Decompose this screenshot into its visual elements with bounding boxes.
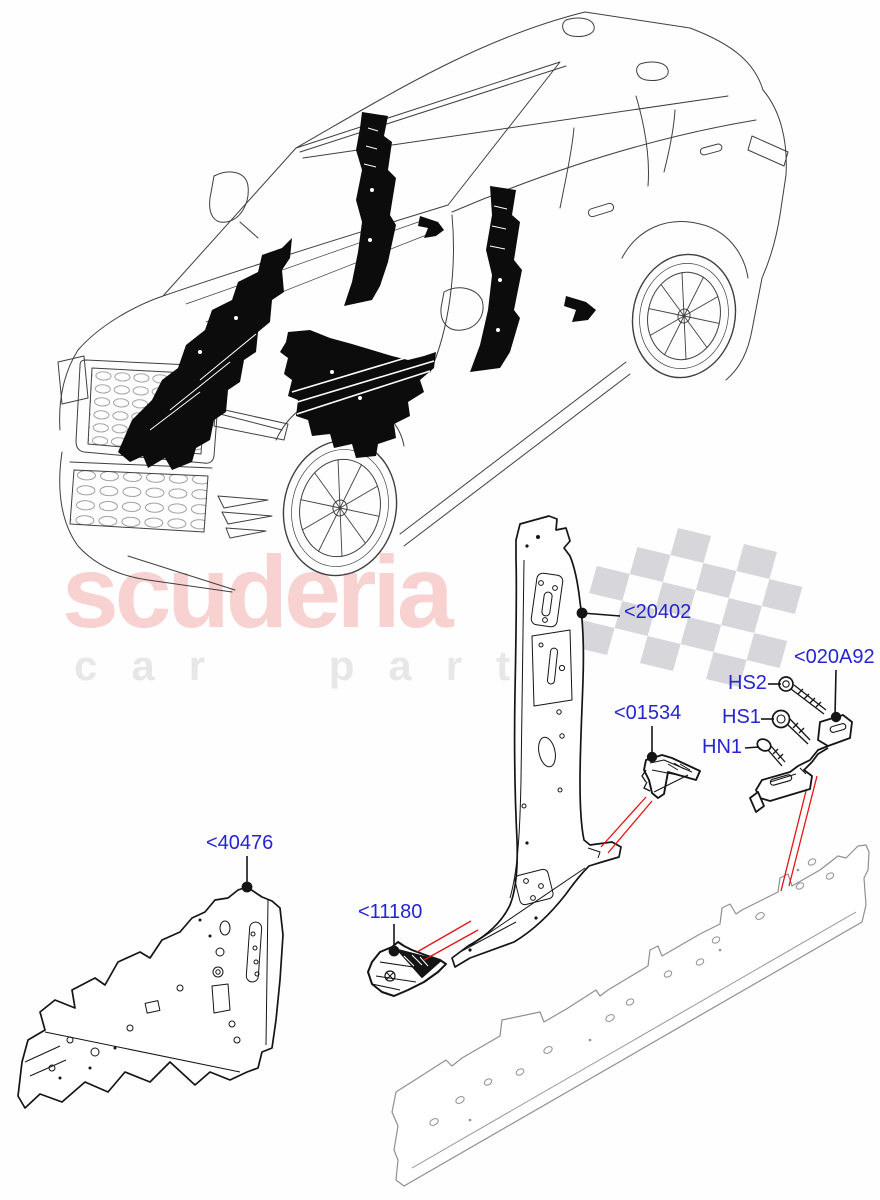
front-wheel — [282, 439, 398, 577]
watermark-brand: scuderia — [62, 535, 454, 649]
bumper-trim — [69, 461, 213, 469]
bracket-01534-drawing — [641, 754, 701, 799]
vehicle-roofline — [295, 11, 764, 149]
leader-11180-to-pillar — [416, 920, 479, 961]
callout-line-hn1 — [744, 746, 760, 749]
part-label-20402[interactable]: <20402 — [624, 601, 692, 623]
vehicle-roof-slots — [562, 17, 669, 81]
near-headlight — [213, 407, 289, 441]
bracket-11180-drawing — [367, 941, 447, 997]
leader-01534-to-pillar — [600, 796, 653, 854]
callout-dot-40476 — [241, 881, 253, 893]
far-headlight — [57, 355, 89, 405]
highlight-far-bracket — [418, 216, 444, 238]
vehicle-highlighted-panels — [118, 112, 596, 470]
b-pillar-part-drawing — [451, 515, 622, 968]
watermark-tagline: car parts — [74, 642, 602, 689]
callout-dot-20402 — [576, 607, 588, 619]
screw-hs1-drawing — [771, 709, 811, 745]
vehicle-c-pillar — [635, 95, 649, 187]
vehicle-rear-edge — [725, 89, 787, 381]
rear-door-handle — [699, 143, 723, 156]
highlight-far-quarter-panel — [118, 238, 292, 470]
vehicle-door-shutlines — [429, 109, 676, 373]
callout-lines — [241, 607, 842, 957]
part-label-11180[interactable]: <11180 — [358, 901, 423, 923]
part-label-01534[interactable]: <01534 — [614, 702, 682, 724]
near-mirror — [440, 287, 484, 331]
vehicle-line-art — [57, 11, 789, 593]
quarter-panel-part-drawing — [17, 886, 284, 1109]
part-label-hs2[interactable]: HS2 — [728, 672, 767, 694]
highlight-far-b-pillar — [344, 112, 396, 306]
part-label-hs1[interactable]: HS1 — [722, 706, 761, 728]
taillight — [747, 135, 789, 167]
vehicle-rear-wheel-arch — [621, 221, 749, 279]
vehicle-front-left-edge — [59, 295, 164, 431]
screw-hs2-drawing — [778, 676, 827, 715]
bumper-bottom — [59, 451, 233, 593]
callout-line-20402 — [581, 612, 621, 617]
bracket-020A92-drawing — [749, 714, 853, 813]
screw-hn1-drawing — [756, 738, 786, 767]
far-mirror — [209, 171, 259, 239]
skid-plate — [127, 555, 236, 591]
watermark-checkered-flag — [574, 528, 803, 687]
rear-wheel — [631, 253, 737, 379]
red-leader-lines — [416, 775, 818, 961]
callout-line-020A92 — [834, 669, 837, 717]
part-label-020A92[interactable]: <020A92 — [794, 646, 875, 668]
part-label-40476[interactable]: <40476 — [206, 832, 274, 854]
vehicle-cowl-line — [162, 204, 449, 297]
callout-dot-020A92 — [830, 711, 842, 723]
fog-fins — [217, 495, 273, 539]
vehicle-rocker-lines — [399, 361, 631, 547]
part-label-hn1[interactable]: HN1 — [702, 736, 743, 758]
leader-020A92-to-sill — [780, 775, 818, 892]
callout-dot-01534 — [646, 751, 658, 763]
highlight-near-bracket — [564, 296, 596, 322]
sill-panel-drawing — [391, 844, 870, 1187]
callout-dot-11180 — [388, 945, 400, 957]
front-door-handle — [587, 202, 615, 218]
vehicle-windshield — [162, 61, 561, 297]
lower-intake — [69, 469, 209, 533]
highlight-near-b-pillar — [470, 186, 522, 372]
